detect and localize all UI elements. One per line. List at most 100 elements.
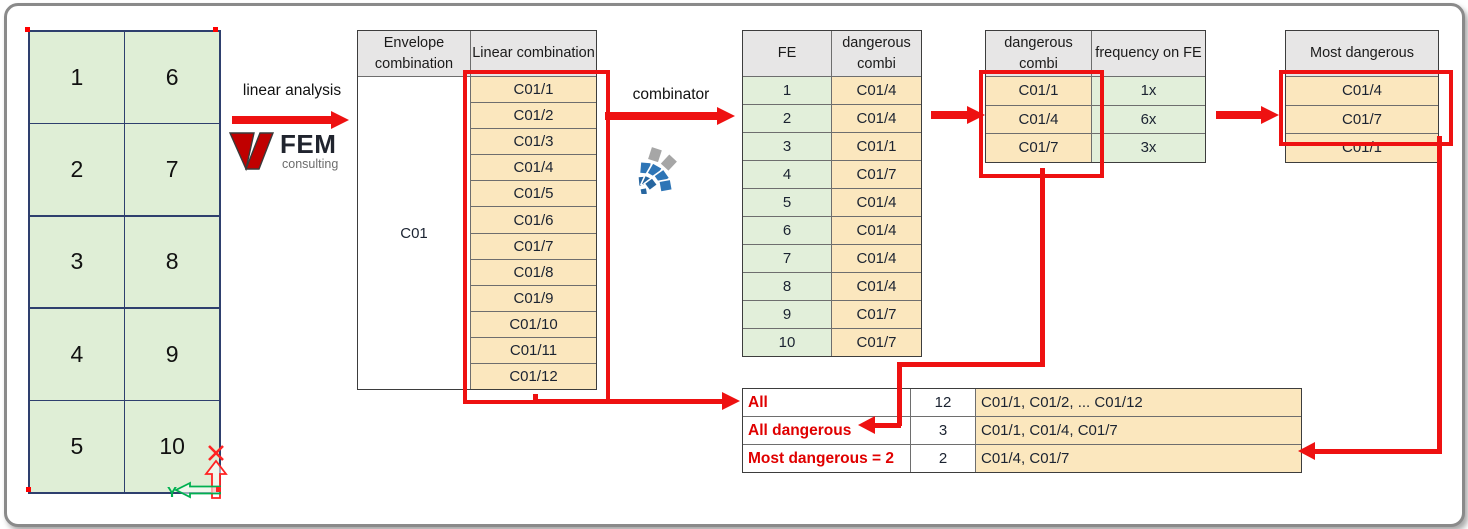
connector-dangerous-to-summary xyxy=(874,423,901,428)
connector-most-to-summary xyxy=(1314,449,1442,454)
linear-combination-cell: C01/5 xyxy=(471,181,596,207)
fem-consulting-logo: FEM consulting xyxy=(228,131,338,173)
combinator-label: combinator xyxy=(632,86,710,103)
frequency-to-most-arrow xyxy=(1216,111,1262,119)
fe-combi-cell: C01/7 xyxy=(832,161,921,188)
fe-combi-cell: C01/4 xyxy=(832,217,921,244)
summary-table: All 12 C01/1, C01/2, ... C01/12 All dang… xyxy=(742,388,1302,473)
fe-number-cell: 4 xyxy=(743,161,831,188)
linear-combination-cell: C01/1 xyxy=(471,77,596,103)
frequency-combi-cell: C01/1 xyxy=(986,77,1091,105)
dangerous-combi-header: dangerous combi xyxy=(986,31,1091,76)
frequency-combi-cell: C01/7 xyxy=(986,134,1091,162)
y-axis-left-arrow-icon xyxy=(173,481,221,499)
connector-dangerous-arrowhead-icon xyxy=(858,416,875,434)
summary-combos-cell: C01/4, C01/7 xyxy=(976,445,1301,472)
axis-ucs-icon: Y xyxy=(167,440,229,509)
connector-most-arrowhead-icon xyxy=(1298,442,1315,460)
summary-label-cell: All xyxy=(743,389,910,416)
fe-number-cell: 3 xyxy=(743,133,831,160)
fe-to-frequency-arrowhead-icon xyxy=(967,105,985,124)
frequency-count-cell: 3x xyxy=(1092,134,1205,162)
mesh-cell: 8 xyxy=(125,216,219,308)
y-axis-label: Y xyxy=(167,484,177,501)
linear-combination-cell: C01/2 xyxy=(471,103,596,129)
combinator-fan-icon xyxy=(634,134,708,199)
fe-combi-cell: C01/4 xyxy=(832,189,921,216)
fem-logo-title: FEM xyxy=(280,129,337,159)
linear-combination-cell: C01/11 xyxy=(471,337,596,364)
linear-combination-cell: C01/6 xyxy=(471,207,596,233)
linear-combination-header: Linear combination xyxy=(471,31,596,76)
fe-number-cell: 7 xyxy=(743,245,831,272)
summary-count-cell: 3 xyxy=(911,417,975,444)
linear-analysis-label: linear analysis xyxy=(242,82,342,99)
mesh-corner-node xyxy=(25,27,30,32)
fe-mesh: 1 2 3 4 5 6 7 8 9 10 xyxy=(28,30,221,494)
linear-combination-cell: C01/4 xyxy=(471,155,596,181)
fe-combi-cell: C01/7 xyxy=(832,301,921,328)
mesh-cell: 1 xyxy=(30,32,124,123)
envelope-table-header: Envelope combination xyxy=(358,31,470,76)
fe-combi-cell: C01/4 xyxy=(832,245,921,272)
mesh-cell: 10 xyxy=(125,401,219,492)
mesh-cell: 5 xyxy=(30,401,124,492)
linear-combination-cell: C01/8 xyxy=(471,259,596,285)
mesh-corner-node xyxy=(26,487,31,492)
linear-combination-cell: C01/9 xyxy=(471,285,596,311)
most-dangerous-cell: C01/7 xyxy=(1286,105,1438,133)
fe-number-cell: 2 xyxy=(743,105,831,132)
frequency-header: frequency on FE xyxy=(1092,31,1205,76)
summary-count-cell: 12 xyxy=(911,389,975,416)
fe-combi-cell: C01/4 xyxy=(832,77,921,104)
fe-combi-cell: C01/7 xyxy=(832,329,921,356)
fe-number-cell: 6 xyxy=(743,217,831,244)
fe-to-frequency-arrow xyxy=(931,111,968,119)
linear-combination-cell: C01/3 xyxy=(471,129,596,155)
fe-header: FE xyxy=(743,31,831,76)
summary-label-cell: All dangerous xyxy=(743,417,910,444)
x-axis-cross-icon xyxy=(208,445,224,461)
fem-logo-subtitle: consulting xyxy=(282,157,339,171)
fe-number-cell: 10 xyxy=(743,329,831,356)
frequency-table: dangerous combi frequency on FE C01/1 1x… xyxy=(985,30,1206,163)
summary-count-cell: 2 xyxy=(911,445,975,472)
summary-combos-cell: C01/1, C01/2, ... C01/12 xyxy=(976,389,1301,416)
connector-linear-to-all-arrowhead-icon xyxy=(722,392,740,410)
summary-combos-cell: C01/1, C01/4, C01/7 xyxy=(976,417,1301,444)
mesh-corner-node xyxy=(213,27,218,32)
fe-table: FE dangerous combi 1 C01/4 2 C01/4 3 C01… xyxy=(742,30,922,357)
connector-dangerous-to-summary xyxy=(897,362,1045,367)
fe-combi-cell: C01/4 xyxy=(832,105,921,132)
mesh-cell: 6 xyxy=(125,32,219,123)
most-dangerous-cell: C01/4 xyxy=(1286,77,1438,105)
connector-linear-to-all xyxy=(533,399,723,404)
most-dangerous-header: Most dangerous xyxy=(1286,31,1438,76)
fe-number-cell: 5 xyxy=(743,189,831,216)
mesh-cell: 3 xyxy=(30,216,124,308)
most-dangerous-cell: C01/1 xyxy=(1286,134,1438,162)
fem-logo-mark-icon xyxy=(228,132,275,172)
dangerous-combi-header: dangerous combi xyxy=(832,31,921,76)
mesh-cell: 4 xyxy=(30,308,124,400)
linear-analysis-arrowhead-icon xyxy=(331,110,349,129)
fe-combi-cell: C01/1 xyxy=(832,133,921,160)
linear-analysis-arrow xyxy=(232,116,332,124)
frequency-to-most-arrowhead-icon xyxy=(1261,105,1279,124)
combinator-arrowhead-icon xyxy=(717,106,735,125)
linear-combination-cell: C01/10 xyxy=(471,311,596,337)
connector-dangerous-to-summary xyxy=(897,362,902,426)
mesh-cell: 9 xyxy=(125,308,219,400)
fe-number-cell: 8 xyxy=(743,273,831,300)
fe-number-cell: 9 xyxy=(743,301,831,328)
connector-dangerous-to-summary xyxy=(1040,168,1045,367)
envelope-combination-cell: C01 xyxy=(358,77,470,390)
frequency-count-cell: 6x xyxy=(1092,105,1205,133)
envelope-combination-table: Envelope combination Linear combination … xyxy=(357,30,597,391)
connector-most-to-summary xyxy=(1437,136,1442,454)
mesh-cell: 7 xyxy=(125,124,219,216)
linear-combination-cell: C01/7 xyxy=(471,233,596,259)
summary-label-cell: Most dangerous = 2 xyxy=(743,445,910,472)
linear-combination-cell: C01/12 xyxy=(471,364,596,390)
most-dangerous-table: Most dangerous C01/4 C01/7 C01/1 xyxy=(1285,30,1439,163)
